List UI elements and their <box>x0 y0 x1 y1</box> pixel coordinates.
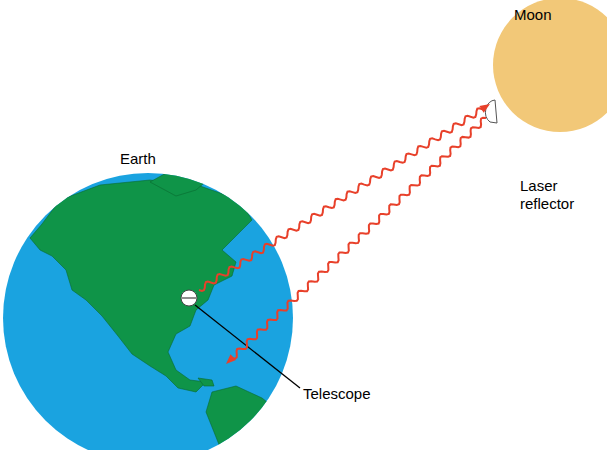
reflector-label: Laser reflector <box>520 177 592 213</box>
moon-label: Moon <box>514 6 552 24</box>
beam-arrowhead <box>226 354 236 364</box>
laser-beam <box>199 108 485 291</box>
laser-reflector <box>486 100 497 123</box>
continents <box>30 168 290 450</box>
telescope-label: Telescope <box>303 385 371 403</box>
laser-beam <box>233 118 487 359</box>
moon <box>493 0 607 132</box>
beam-arrowhead <box>479 104 490 113</box>
telescope-dome <box>181 290 197 306</box>
telescope-slit <box>182 297 196 298</box>
earth-label: Earth <box>120 150 156 168</box>
